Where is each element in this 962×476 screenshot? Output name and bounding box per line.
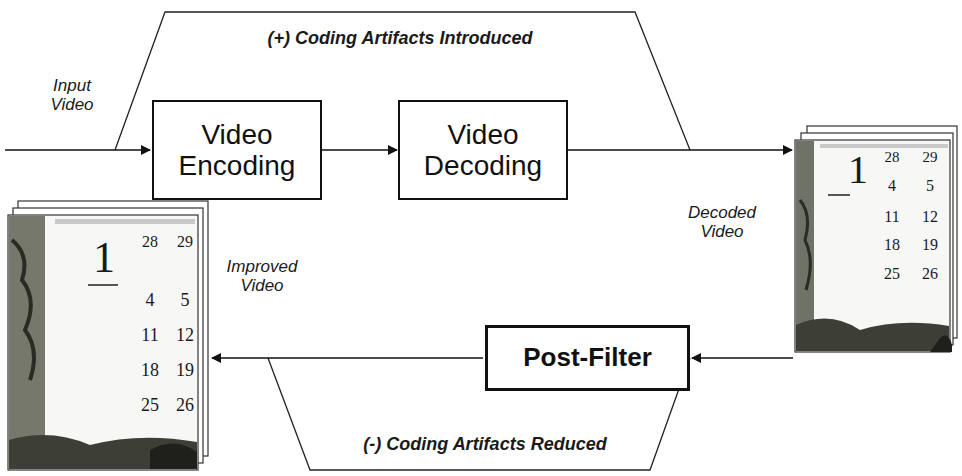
calendar-number: 26	[176, 395, 194, 415]
calendar-number: 11	[884, 208, 899, 226]
input-arrow	[692, 357, 793, 359]
calendar-number: 19	[176, 360, 194, 380]
flow-arrow	[322, 149, 397, 151]
calendar-number: 29	[923, 149, 938, 166]
calendar-number: 18	[884, 236, 900, 254]
annotation-label: Improved Video	[222, 257, 302, 295]
calendar-number: 26	[922, 265, 938, 283]
calendar-number: 29	[177, 233, 193, 251]
calendar-number: 25	[141, 395, 159, 415]
video-frames	[795, 126, 957, 352]
box-text: Video Encoding	[164, 119, 310, 182]
output-arrow	[212, 357, 483, 359]
video-frames	[8, 201, 208, 470]
annotation-label: Input Video	[41, 76, 103, 114]
box-text: Post-Filter	[523, 343, 652, 372]
calendar-number: 4	[146, 290, 155, 310]
process-box: Video Encoding	[152, 100, 322, 200]
calendar-number: 4	[888, 177, 896, 195]
calendar-number: 12	[176, 325, 194, 345]
annotation-label: (+) Coding Artifacts Introduced	[230, 28, 570, 48]
calendar-number: 28	[142, 233, 158, 251]
process-box: Video Decoding	[398, 100, 568, 200]
annotation-label: Decoded Video	[682, 203, 762, 241]
calendar-number: 5	[181, 290, 190, 310]
calendar-number: 19	[922, 236, 938, 254]
calendar-number: 18	[141, 360, 159, 380]
calendar-number: 1	[848, 148, 868, 193]
calendar-number: 12	[922, 208, 938, 226]
input-arrow	[5, 149, 150, 151]
box-text: Video Decoding	[410, 119, 556, 182]
calendar-number: 11	[141, 325, 158, 345]
calendar-number: 28	[885, 149, 900, 166]
output-arrow	[568, 149, 792, 151]
calendar-number: 25	[884, 265, 900, 283]
calendar-number: 5	[926, 177, 934, 195]
annotation-label: (-) Coding Artifacts Reduced	[325, 434, 645, 454]
calendar-number: 1	[93, 233, 115, 282]
process-box: Post-Filter	[485, 325, 690, 391]
